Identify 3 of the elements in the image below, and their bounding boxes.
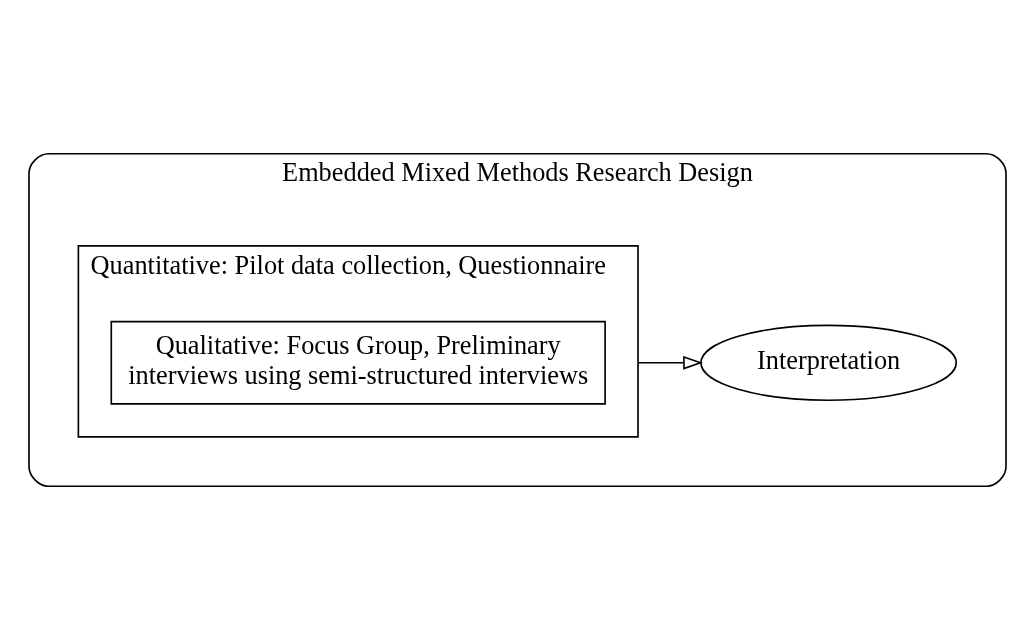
node-box: Qualitative: Focus Group, Preliminary interviews using semi-structured interviews bbox=[110, 320, 606, 405]
node-ellipse: Interpretation bbox=[700, 324, 958, 402]
arrow bbox=[637, 355, 703, 370]
